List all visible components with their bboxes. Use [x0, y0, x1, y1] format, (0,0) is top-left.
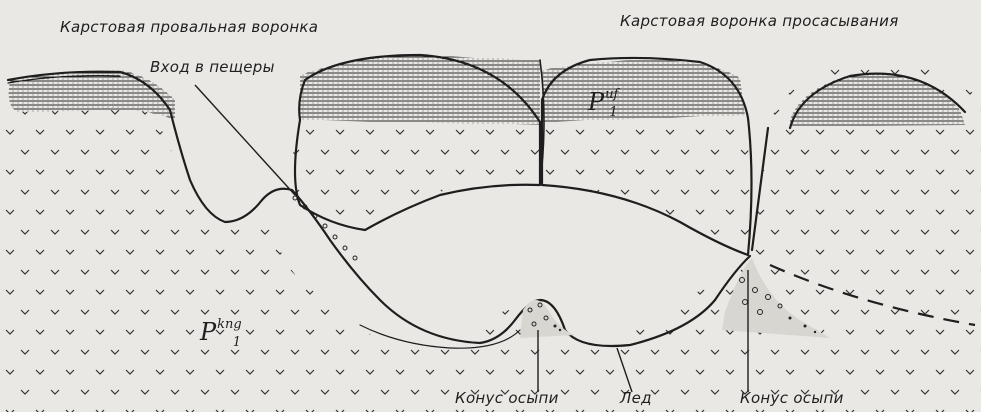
leader-cave-entrance — [195, 85, 295, 195]
formula-lower-base: P — [200, 318, 216, 346]
label-talus-cone-right: Конус осыпи — [740, 389, 844, 407]
formula-upper-base: P — [588, 88, 604, 116]
label-collapse-funnel: Карстовая провальная воронка — [60, 18, 318, 36]
label-cave-entrance: Вход в пещеры — [150, 58, 275, 76]
label-ice: Лед — [620, 389, 652, 407]
formula-lower-sub: 1 — [233, 335, 241, 350]
formula-upper-strata: Puf1 — [588, 88, 618, 116]
formula-lower-strata: Pkng1 — [200, 318, 241, 346]
upper-blocks — [293, 118, 751, 255]
label-subsidence-funnel: Карстовая воронка просасывания — [620, 12, 899, 30]
label-talus-cone-left: Конус осыпи — [455, 389, 559, 407]
formula-lower-sup: kng — [217, 317, 242, 332]
formula-upper-sup: uf — [605, 87, 618, 102]
talus-cone-left-symbol — [520, 300, 575, 338]
formula-upper-sub: 1 — [609, 105, 617, 120]
